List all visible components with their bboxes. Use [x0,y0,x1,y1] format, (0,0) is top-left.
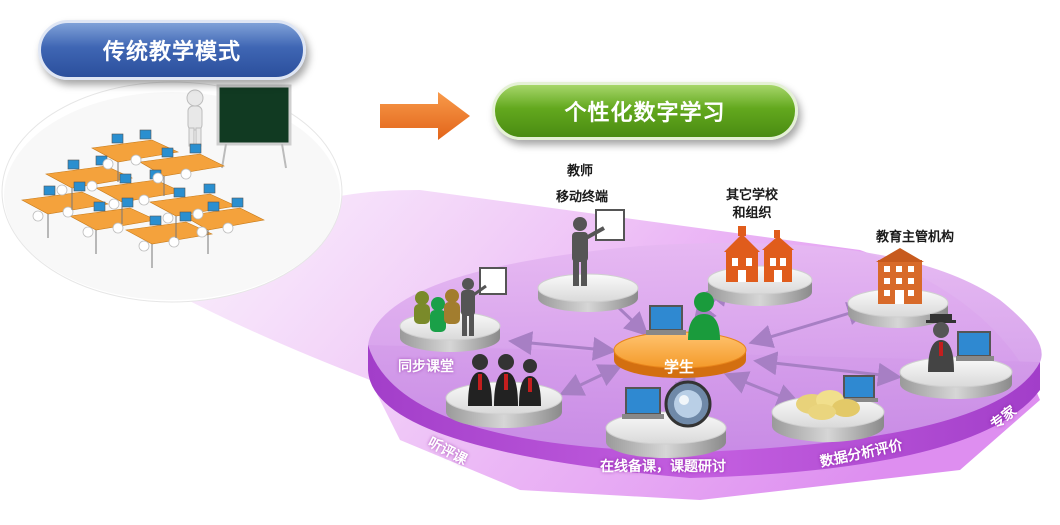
authority-building-icon [876,248,924,304]
sync-class-icon [414,267,507,336]
classroom-illustration [1,81,343,303]
expert-icon [926,314,994,372]
online-prep-label: 在线备课，课题研讨 [600,459,726,475]
lecture-eval-icon [468,354,541,406]
digital-learning-title: 个性化数字学习 [492,82,798,140]
mobile-terminal-label: 移动终端 [555,190,608,205]
transition-arrow-icon [380,92,470,140]
teacher-mobile-icon [572,209,625,286]
other-schools-label: 其它学校 [725,188,778,203]
traditional-teaching-title: 传统教学模式 [38,20,306,80]
data-analysis-icon [796,375,878,420]
student-icon [646,292,720,340]
sync-class-label: 同步课堂 [398,359,454,375]
online-prep-icon [622,380,712,428]
teacher-label: 教师 [566,164,593,179]
student-label: 学生 [664,358,695,376]
organizations-label: 和组织 [732,206,772,221]
education-authority-label: 教育主管机构 [875,230,954,245]
school-building-icon [724,226,794,282]
